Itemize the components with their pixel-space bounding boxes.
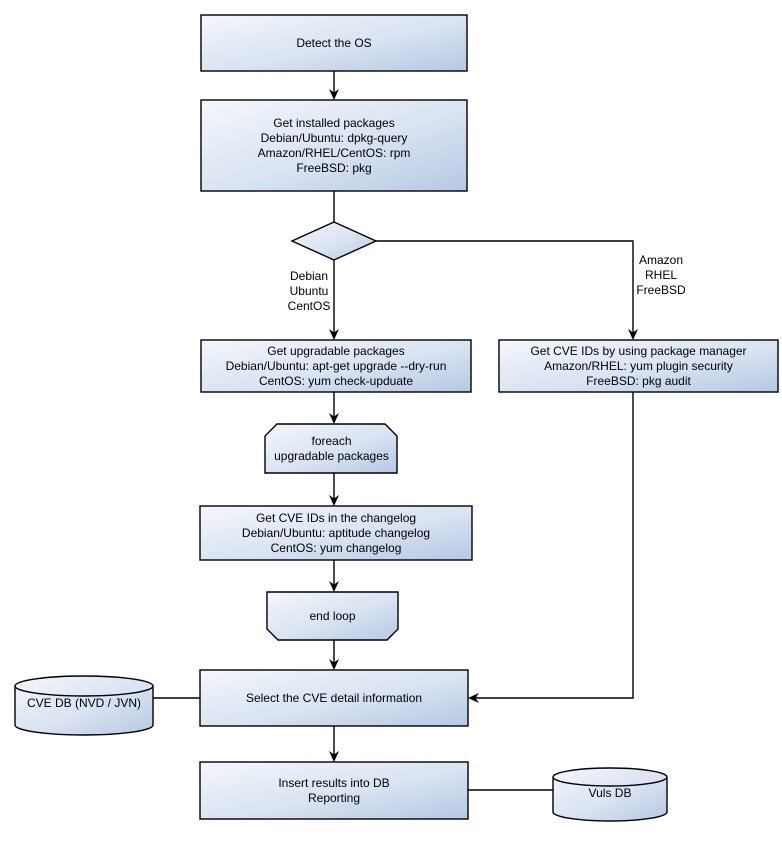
- arrowhead-down-icon: [329, 751, 339, 762]
- arrowhead-down-icon: [628, 329, 638, 340]
- get-installed-packages-box: [200, 99, 468, 192]
- arrowhead-down-icon: [329, 495, 339, 506]
- vuls-db-cylinder-rim: [552, 776, 668, 787]
- get-cve-package-manager-box: [498, 339, 779, 393]
- arrowhead-left-icon: [468, 693, 479, 703]
- get-cve-changelog-box: [199, 505, 473, 561]
- insert-results-box: [199, 761, 469, 820]
- arrowheads: [329, 89, 638, 762]
- cve-db-cylinder: [14, 675, 154, 736]
- foreach-loop-start-shape: [264, 423, 398, 474]
- arrowhead-down-icon: [329, 329, 339, 340]
- arrowhead-down-icon: [329, 89, 339, 100]
- select-cve-detail-box: [199, 669, 469, 727]
- os-decision-diamond: [290, 221, 378, 261]
- connectors: [153, 71, 634, 791]
- arrowhead-down-icon: [329, 581, 339, 592]
- process-boxes: [199, 14, 779, 820]
- vuls-db-cylinder: [552, 767, 668, 822]
- end-loop-shape: [266, 591, 399, 641]
- connector-decision-to-pkg-mgr: [376, 240, 634, 338]
- arrowhead-down-icon: [329, 659, 339, 670]
- detect-os-box: [200, 14, 468, 72]
- database-cylinders: [14, 675, 668, 822]
- cve-db-cylinder-rim: [14, 685, 154, 697]
- connector-pkg-mgr-to-select: [470, 392, 634, 699]
- arrowhead-down-icon: [329, 413, 339, 424]
- get-upgradable-packages-box: [200, 339, 472, 393]
